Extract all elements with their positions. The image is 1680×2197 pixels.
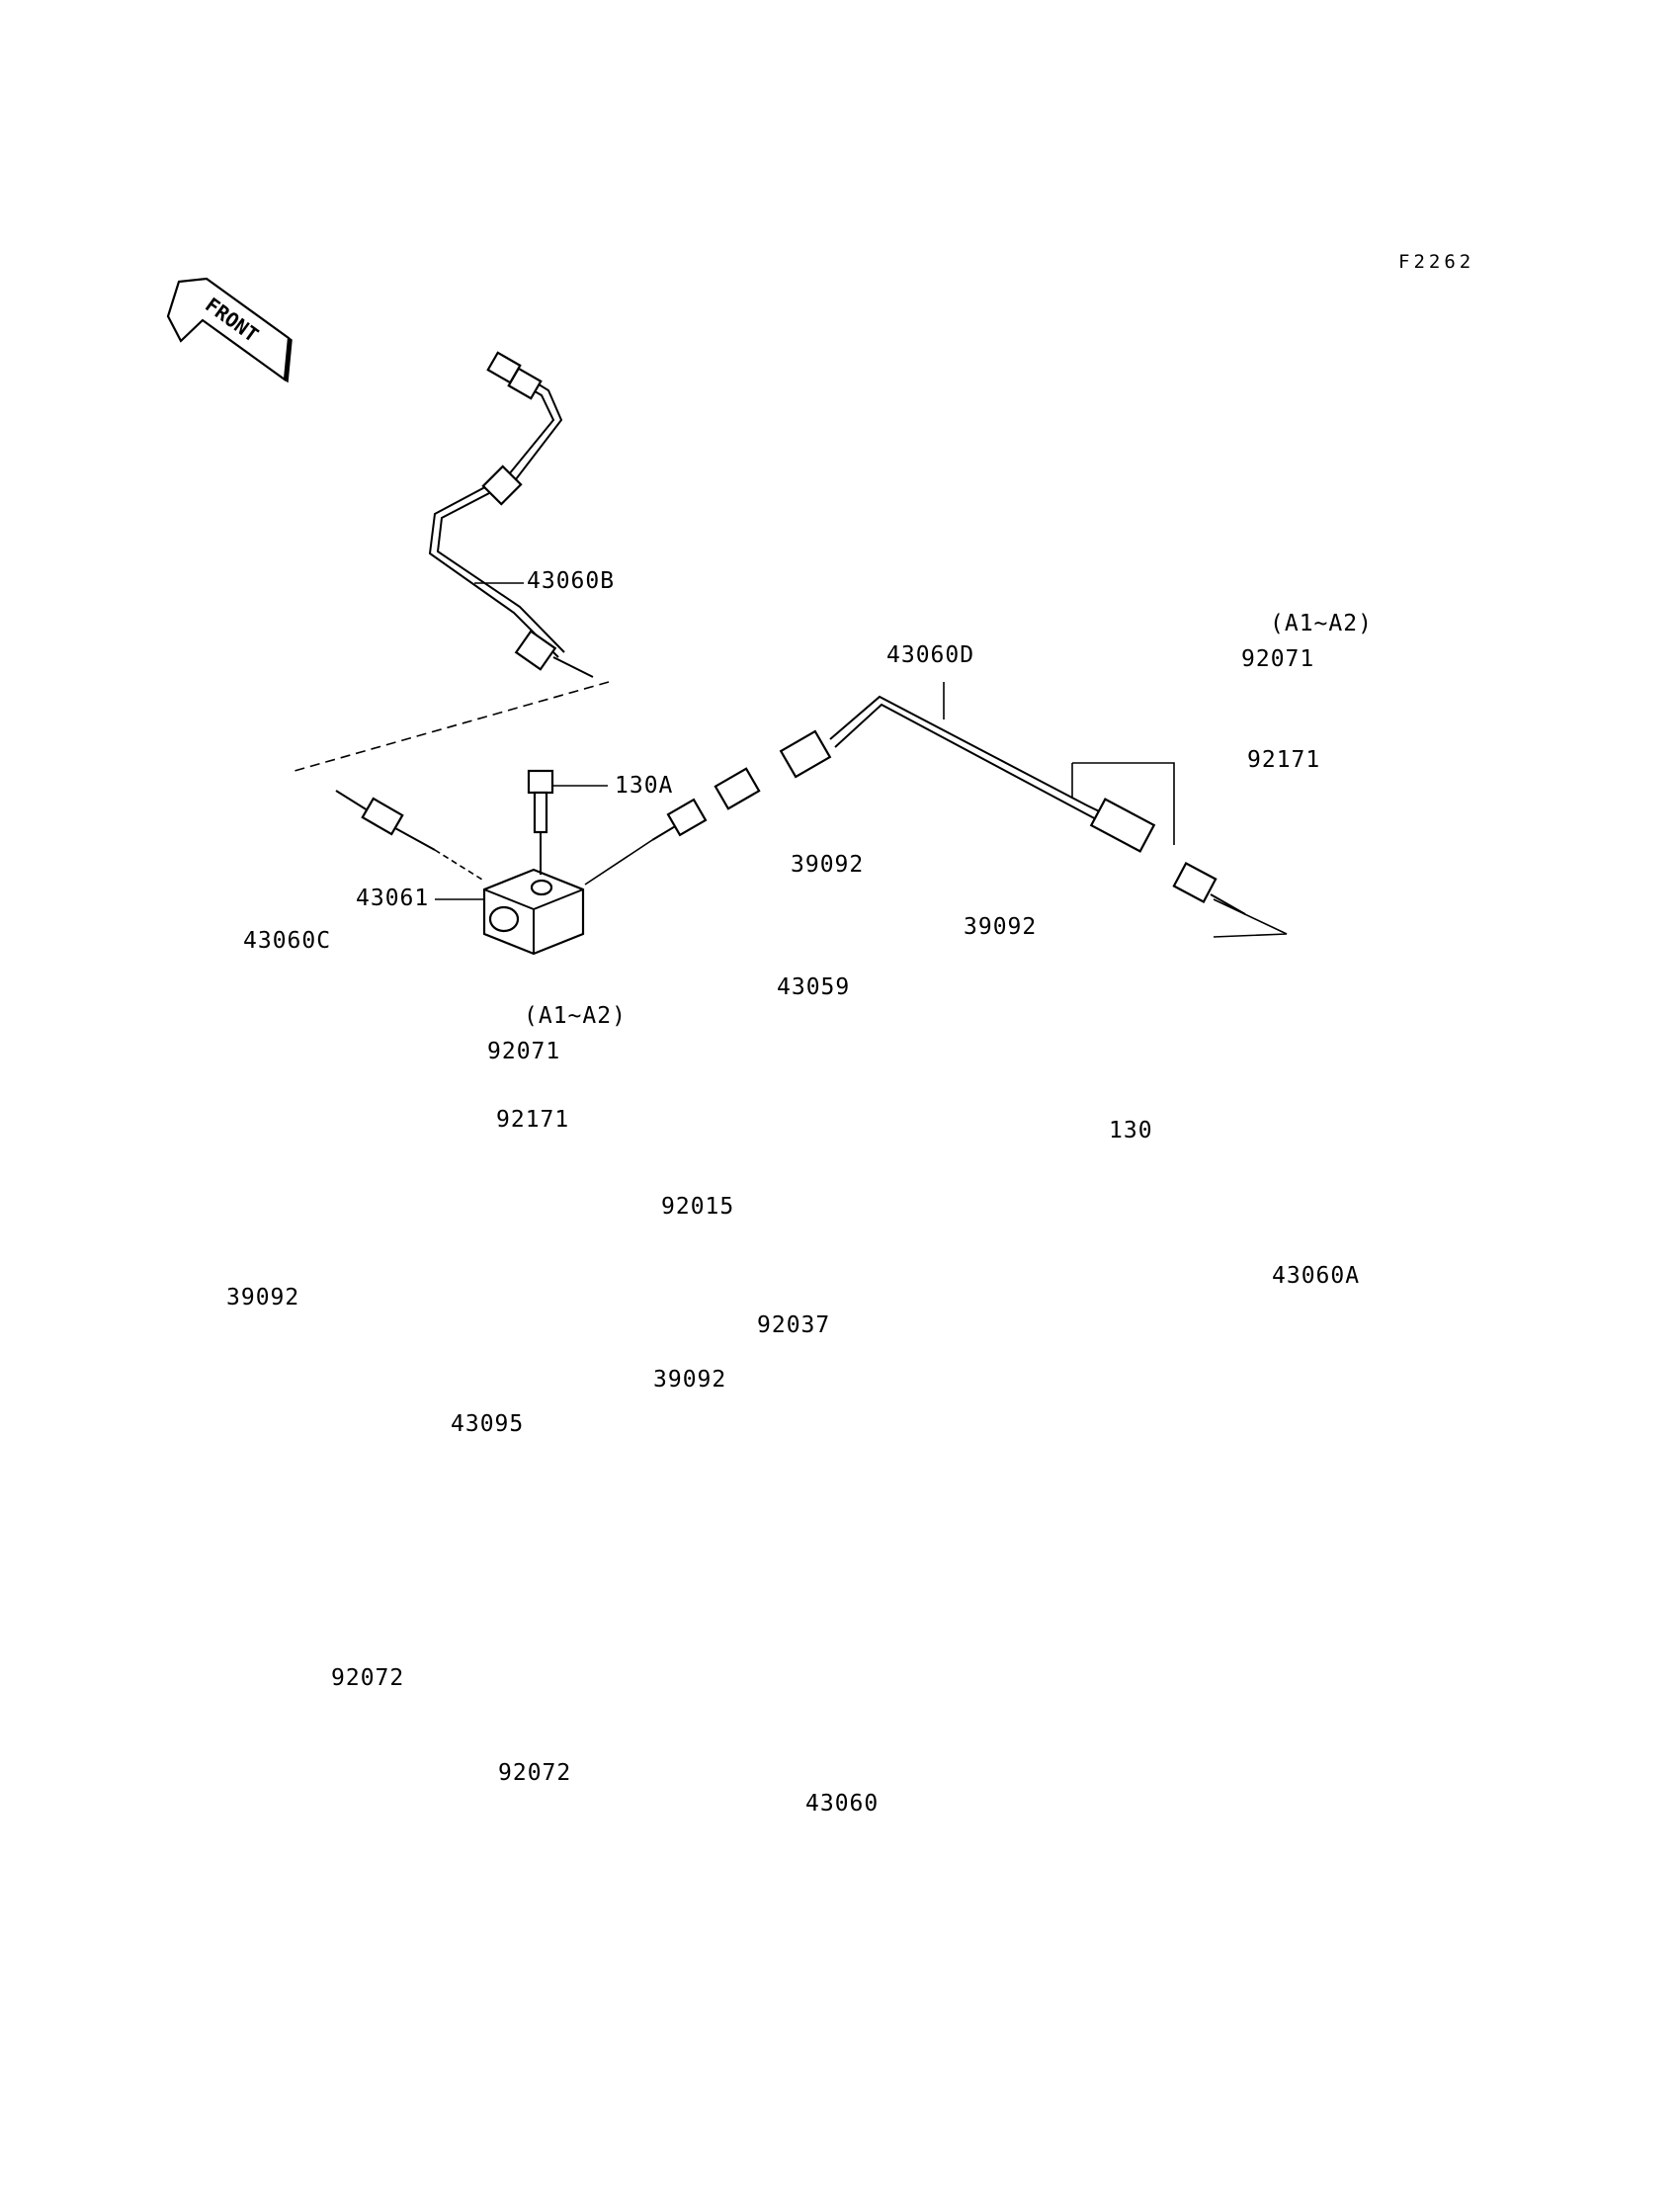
part-label-130A: 130A [615, 773, 674, 799]
part-label-43060: 43060 [805, 1791, 880, 1817]
part-label-92171-left: 92171 [496, 1107, 570, 1133]
part-label-39092-d: 39092 [653, 1367, 727, 1393]
figure-code: F2262 [1398, 251, 1475, 273]
part-label-43061: 43061 [356, 886, 430, 911]
part-label-43060D: 43060D [886, 642, 975, 668]
part-label-43060B: 43060B [527, 568, 616, 594]
part-label-92072-a: 92072 [331, 1665, 405, 1691]
variant-note-top: (A1~A2) [1270, 611, 1373, 636]
part-label-39092-b: 39092 [964, 914, 1038, 940]
leader-43060B-dash [294, 681, 610, 772]
part-label-92071-top: 92071 [1241, 646, 1315, 672]
front-arrow-icon: FRONT [166, 277, 293, 383]
part-label-92171-top: 92171 [1247, 747, 1321, 773]
part-label-92037: 92037 [757, 1312, 831, 1338]
part-label-92071-left: 92071 [487, 1039, 561, 1064]
part-label-43095: 43095 [451, 1411, 525, 1437]
part-label-92015: 92015 [661, 1194, 735, 1220]
part-label-43060A: 43060A [1272, 1263, 1361, 1289]
brake-pipe-43060B [428, 351, 594, 678]
junction-block-43061 [482, 868, 585, 956]
pipe-end-left-junction [335, 790, 483, 881]
part-label-39092-a: 39092 [791, 852, 865, 878]
part-label-43059: 43059 [777, 974, 851, 1000]
part-label-92072-b: 92072 [498, 1760, 572, 1786]
part-label-43060C: 43060C [243, 928, 332, 954]
bolt-130A [527, 769, 554, 875]
variant-note-left: (A1~A2) [524, 1003, 627, 1029]
brake-hose-43060D [584, 695, 1288, 938]
part-label-39092-c: 39092 [226, 1285, 300, 1310]
part-label-130: 130 [1109, 1118, 1153, 1143]
